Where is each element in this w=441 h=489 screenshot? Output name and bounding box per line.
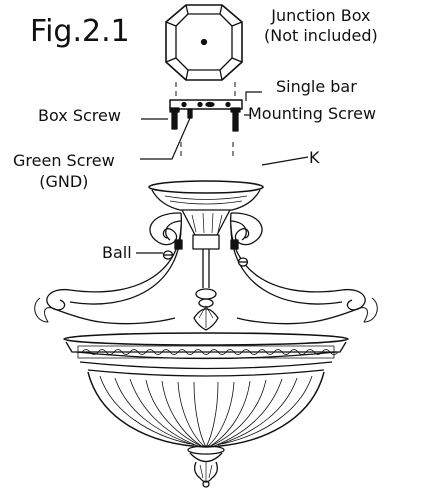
right-arm — [230, 212, 378, 325]
left-arm — [34, 212, 182, 325]
glass-bowl — [63, 332, 349, 448]
bowl-scroll-band — [81, 349, 339, 355]
figure-title: Fig.2.1 — [30, 14, 130, 49]
box-screw-label: Box Screw — [38, 106, 121, 125]
k-label: K — [309, 148, 320, 167]
green-screw-label-line1: Green Screw — [13, 151, 115, 170]
finial — [187, 445, 225, 488]
junction-box-label: Junction Box (Not included) — [264, 6, 378, 46]
leader-lines — [136, 91, 309, 254]
green-screw-label-line2: (GND) — [39, 172, 89, 191]
ball-label: Ball — [102, 243, 132, 262]
junction-box-label-line1: Junction Box — [271, 6, 371, 25]
bowl-ribs — [99, 375, 313, 448]
green-screw — [187, 108, 193, 119]
single-bar-label: Single bar — [276, 77, 357, 96]
junction-box-label-line2: (Not included) — [264, 26, 378, 45]
mounting-screw-label: Mounting Screw — [248, 104, 377, 123]
alignment-lines — [175, 82, 236, 160]
canopy — [148, 180, 264, 236]
junction-box — [165, 4, 243, 81]
ball-left — [162, 239, 183, 260]
single-bar — [169, 99, 243, 110]
mounting-screw — [230, 107, 241, 132]
green-screw-label: Green Screw (GND) — [13, 150, 115, 192]
box-screw — [169, 107, 180, 130]
center-stem — [192, 234, 220, 331]
ball-right — [230, 239, 249, 267]
